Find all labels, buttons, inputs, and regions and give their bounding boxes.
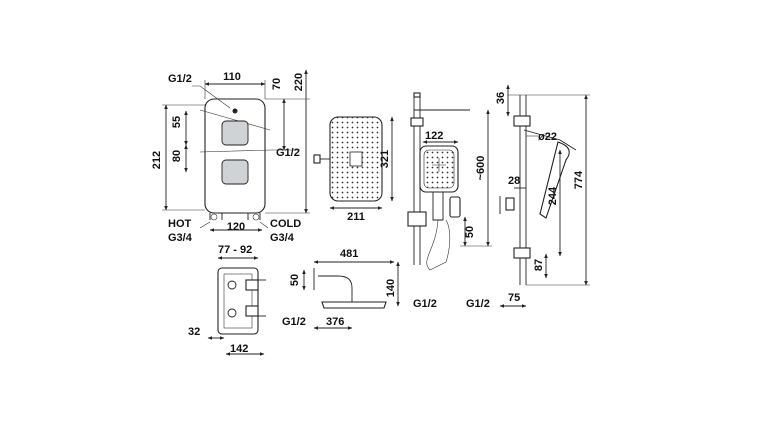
label-outlet: G1/2 bbox=[276, 147, 300, 159]
valve-front-view: 110 G1/2 70 220 G1/2 55 80 212 HOT COLD … bbox=[151, 69, 310, 244]
inlet-point bbox=[232, 108, 238, 114]
label-g34-left: G3/4 bbox=[168, 232, 193, 244]
dim-212: 212 bbox=[151, 151, 163, 169]
dim-28: 28 bbox=[508, 175, 520, 187]
dim-774: 774 bbox=[573, 170, 585, 189]
dim-55: 55 bbox=[171, 116, 183, 128]
label-inlet-top: G1/2 bbox=[168, 73, 192, 85]
overhead-head-side bbox=[321, 301, 387, 309]
dim-142: 142 bbox=[230, 343, 248, 355]
dim-120: 120 bbox=[227, 221, 245, 233]
dim-70: 70 bbox=[271, 78, 283, 90]
valve-plate bbox=[204, 98, 266, 214]
rail-lower-bracket bbox=[513, 247, 531, 259]
label-rail-g12: G1/2 bbox=[466, 298, 490, 310]
concealed-body-view: 77 - 92 32 142 bbox=[188, 244, 266, 356]
rail-bracket-lower bbox=[407, 211, 427, 227]
handshower-set-view: 122 ~600 50 G1/2 bbox=[407, 92, 492, 310]
dim-122: 122 bbox=[425, 130, 443, 142]
dim-32: 32 bbox=[188, 326, 200, 338]
wall-outlet bbox=[449, 196, 461, 218]
dim-87: 87 bbox=[533, 259, 545, 271]
dim-211: 211 bbox=[347, 211, 365, 223]
dim-140: 140 bbox=[385, 279, 397, 297]
label-overhead-g12: G1/2 bbox=[282, 316, 306, 328]
shower-arm bbox=[318, 275, 353, 300]
label-hot: HOT bbox=[168, 218, 192, 230]
dim-36: 36 bbox=[495, 92, 507, 104]
label-g34-right: G3/4 bbox=[270, 232, 295, 244]
dim-481: 481 bbox=[340, 248, 358, 260]
dim-600: ~600 bbox=[475, 156, 487, 181]
dim-220: 220 bbox=[293, 73, 305, 91]
overhead-shower-side-view: 481 50 140 G1/2 376 bbox=[282, 248, 400, 330]
rail-side-view: 36 ø22 28 244 774 87 75 G1/2 bbox=[466, 84, 590, 310]
dim-110: 110 bbox=[223, 71, 241, 83]
dim-75: 75 bbox=[508, 292, 520, 304]
label-cold: COLD bbox=[270, 218, 301, 230]
overhead-shower-front-view: 321 211 bbox=[313, 116, 394, 223]
dim-22: ø22 bbox=[538, 131, 557, 143]
hand-shower-handle bbox=[432, 192, 444, 221]
dim-321: 321 bbox=[379, 150, 391, 168]
shower-holder bbox=[523, 129, 577, 151]
dim-50: 50 bbox=[464, 226, 476, 238]
hand-shower-side bbox=[539, 141, 570, 219]
valve-hatch-lines bbox=[199, 109, 273, 153]
shower-head-center bbox=[349, 151, 363, 167]
label-handshower-g12: G1/2 bbox=[413, 298, 437, 310]
dim-50-side: 50 bbox=[289, 274, 301, 286]
dim-80: 80 bbox=[171, 150, 183, 162]
lower-knob bbox=[221, 159, 249, 185]
upper-knob bbox=[221, 120, 249, 146]
dim-77-92: 77 - 92 bbox=[218, 244, 252, 256]
valve-feet bbox=[209, 213, 261, 220]
dim-244: 244 bbox=[547, 186, 559, 205]
dim-376: 376 bbox=[326, 316, 344, 328]
